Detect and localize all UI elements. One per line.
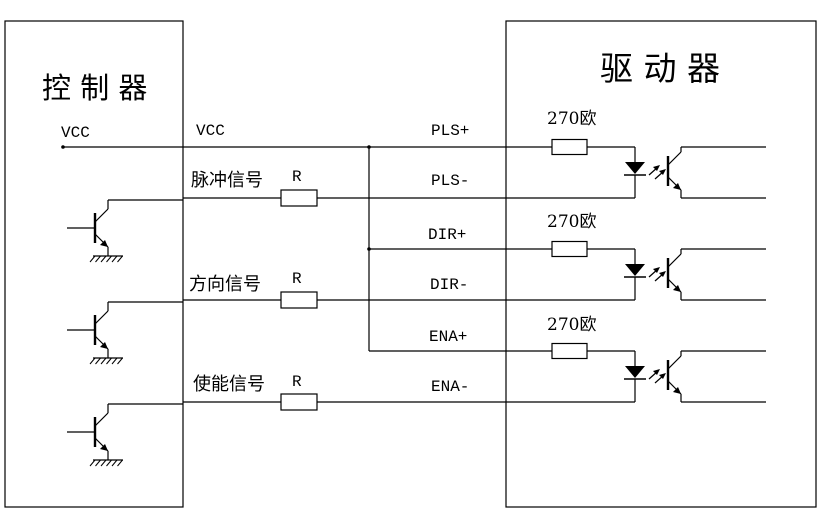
ground-hatch bbox=[117, 255, 123, 263]
signal-name-direction: 方向信号 bbox=[189, 274, 261, 295]
bus-vcc-label: VCC bbox=[196, 122, 225, 140]
opto-resistor-label: 270欧 bbox=[547, 315, 596, 335]
terminal-dir-minus: DIR- bbox=[430, 276, 468, 294]
channel-enable: 使能信号 R ENA+ ENA- 270欧 bbox=[193, 315, 596, 396]
ground-hatch bbox=[89, 255, 96, 263]
ground-hatch bbox=[106, 357, 112, 365]
light-emission-arrow bbox=[659, 169, 666, 175]
ground-hatch bbox=[100, 255, 107, 263]
ground-hatch bbox=[95, 459, 101, 467]
channel-direction: 方向信号 R DIR+ DIR- 270欧 bbox=[189, 212, 596, 295]
series-resistor-label: R bbox=[292, 168, 302, 186]
light-emission-arrow bbox=[653, 369, 660, 375]
current-limit-resistor bbox=[551, 342, 588, 360]
transistor-collector bbox=[94, 310, 109, 325]
vcc-terminal-dot bbox=[61, 145, 65, 149]
emitter-arrow bbox=[100, 342, 108, 349]
light-emission-arrow bbox=[659, 271, 666, 277]
terminal-dir-plus: DIR+ bbox=[428, 226, 466, 244]
ground-hatch bbox=[89, 459, 96, 467]
phototransistor-collector bbox=[667, 151, 682, 166]
ground-hatch bbox=[106, 255, 112, 263]
led-diode-icon bbox=[625, 264, 645, 276]
phototransistor-collector bbox=[667, 355, 682, 370]
signal-name-enable: 使能信号 bbox=[193, 374, 265, 395]
current-limit-resistor bbox=[551, 138, 588, 156]
light-emission-arrow bbox=[653, 267, 660, 273]
signal-name-pulse: 脉冲信号 bbox=[191, 170, 263, 191]
emitter-arrow bbox=[673, 285, 681, 292]
controller-title: 控 制 器 bbox=[42, 71, 147, 105]
bus-junction-dot bbox=[367, 247, 371, 251]
emitter-arrow bbox=[673, 387, 681, 394]
ground-hatch bbox=[117, 357, 123, 365]
opto-resistor-label: 270欧 bbox=[547, 212, 596, 232]
terminal-pls-plus: PLS+ bbox=[431, 122, 469, 140]
ground-hatch bbox=[111, 255, 118, 263]
series-resistor-label: R bbox=[292, 373, 302, 391]
emitter-arrow bbox=[673, 183, 681, 190]
transistor-collector bbox=[94, 412, 109, 427]
ground-hatch bbox=[100, 357, 107, 365]
led-diode-icon bbox=[625, 162, 645, 174]
terminal-ena-plus: ENA+ bbox=[429, 328, 467, 346]
light-emission-arrow bbox=[653, 165, 660, 171]
series-resistor bbox=[280, 189, 318, 207]
driver-box bbox=[505, 20, 817, 508]
current-limit-resistor bbox=[551, 240, 588, 258]
ground-hatch bbox=[111, 357, 118, 365]
ground-hatch bbox=[117, 459, 123, 467]
ground-hatch bbox=[89, 357, 96, 365]
series-resistor bbox=[280, 291, 318, 309]
opto-resistor-label: 270欧 bbox=[547, 109, 596, 129]
controller-vcc-label: VCC bbox=[61, 124, 90, 142]
led-diode-icon bbox=[625, 366, 645, 378]
phototransistor-collector bbox=[667, 253, 682, 268]
terminal-pls-minus: PLS- bbox=[431, 172, 469, 190]
light-emission-arrow bbox=[659, 373, 666, 379]
emitter-arrow bbox=[100, 444, 108, 451]
ground-hatch bbox=[95, 357, 101, 365]
ground-hatch bbox=[95, 255, 101, 263]
driver-title: 驱 动 器 bbox=[600, 49, 720, 88]
channel-pulse: 脉冲信号 R PLS+ PLS- 270欧 bbox=[191, 109, 596, 191]
ground-hatch bbox=[106, 459, 112, 467]
ground-hatch bbox=[111, 459, 118, 467]
emitter-arrow bbox=[100, 240, 108, 247]
ground-hatch bbox=[100, 459, 107, 467]
terminal-ena-minus: ENA- bbox=[431, 378, 469, 396]
series-resistor-label: R bbox=[292, 270, 302, 288]
bus-junction-dot bbox=[367, 145, 371, 149]
series-resistor bbox=[280, 393, 318, 411]
transistor-collector bbox=[94, 208, 109, 223]
controller-box bbox=[4, 20, 184, 508]
